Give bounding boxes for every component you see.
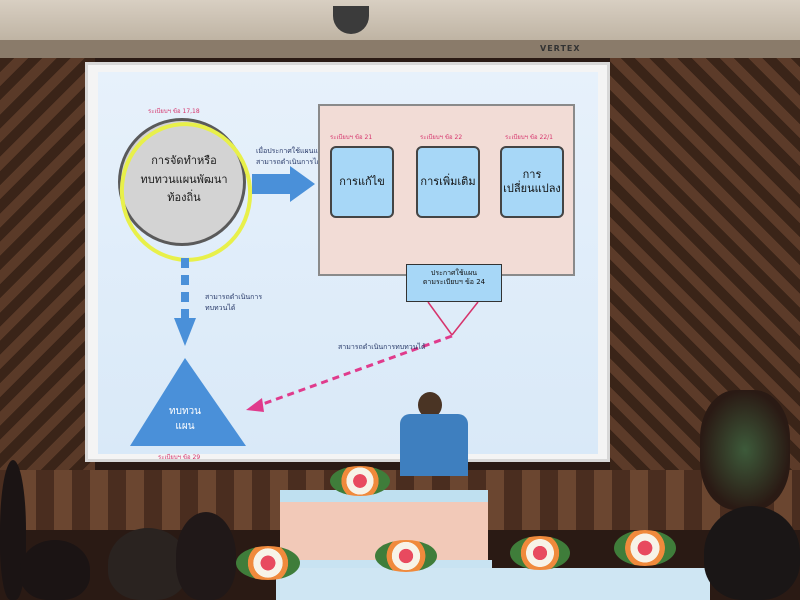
flower-arrangement-mid bbox=[510, 536, 570, 570]
label-top-left: ระเบียบฯ ข้อ 17,18 bbox=[148, 108, 200, 115]
stage-front bbox=[280, 568, 710, 600]
box-edit: การแก้ไข bbox=[330, 146, 394, 218]
circle-shape bbox=[118, 118, 246, 246]
box-add: การเพิ่มเติม bbox=[416, 146, 480, 218]
audience-head bbox=[20, 540, 90, 600]
connector-line-5 bbox=[451, 301, 479, 336]
wall-left bbox=[0, 58, 95, 528]
screen-brand-label: VERTEX bbox=[540, 44, 581, 53]
label-col1: ระเบียบฯ ข้อ 21 bbox=[330, 134, 373, 141]
circle-text: การจัดทำหรือ ทบทวนแผนพัฒนา ท้องถิ่น bbox=[140, 154, 228, 205]
box-change: การ เปลี่ยนแปลง bbox=[500, 146, 564, 218]
audience-head bbox=[176, 512, 236, 600]
triangle-text: ทบทวน แผน bbox=[169, 406, 201, 432]
label-col3: ระเบียบฯ ข้อ 22/1 bbox=[505, 134, 553, 141]
label-col2: ระเบียบฯ ข้อ 22 bbox=[420, 134, 463, 141]
audience-head bbox=[108, 528, 188, 600]
flower-arrangement-center bbox=[375, 540, 437, 572]
label-bottom: ระเบียบฯ ข้อ 29 bbox=[158, 454, 201, 461]
dashed-diagonal-arrow bbox=[259, 334, 453, 407]
diagonal-note: สามารถดำเนินการทบทวนได้ bbox=[338, 343, 426, 351]
ceiling-lamp bbox=[333, 6, 369, 34]
down-arrow-icon bbox=[174, 318, 196, 346]
arrow-note: เมื่อประกาศใช้แผนแล้ว สามารถดำเนินการได้ bbox=[256, 147, 327, 166]
flower-arrangement-podium bbox=[330, 466, 390, 496]
ceiling-beam bbox=[0, 40, 800, 58]
right-arrow-icon bbox=[252, 166, 315, 202]
audience-head bbox=[704, 506, 800, 600]
announce-box: ประกาศใช้แผน ตามระเบียบฯ ข้อ 24 bbox=[406, 264, 502, 302]
down-note: สามารถดำเนินการ ทบทวนได้ bbox=[205, 293, 263, 313]
flower-arrangement-right bbox=[614, 530, 676, 566]
flower-arrangement-left bbox=[236, 546, 300, 580]
plant-right bbox=[700, 390, 790, 510]
diagonal-arrow-head-icon bbox=[246, 398, 264, 412]
presenter-body bbox=[400, 414, 468, 476]
connector-line-4 bbox=[427, 301, 453, 336]
triangle-shape bbox=[130, 358, 246, 446]
presenter-head bbox=[418, 392, 442, 418]
